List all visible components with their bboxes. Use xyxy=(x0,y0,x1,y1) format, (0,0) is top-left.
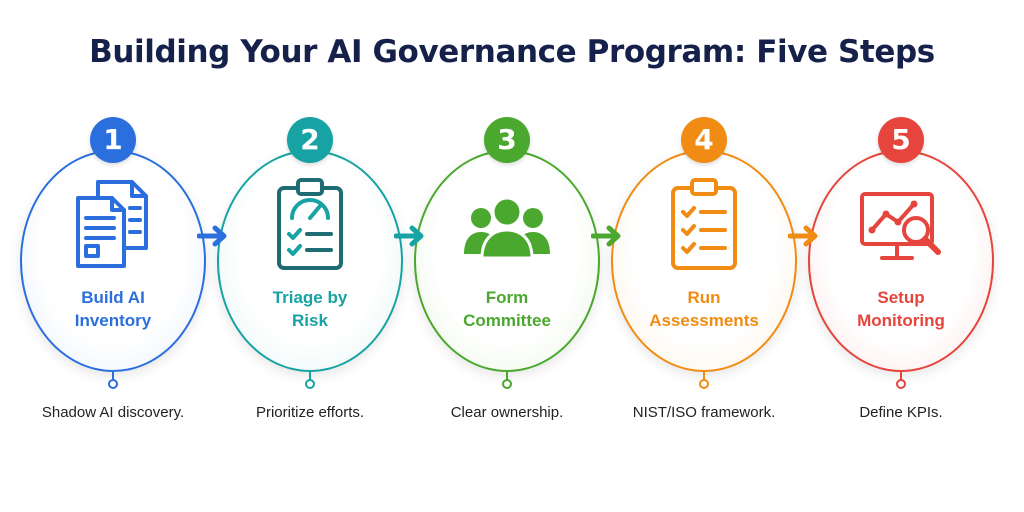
step-description: Prioritize efforts. xyxy=(255,404,365,421)
connector-stem xyxy=(703,372,705,382)
monitor-chart-search-icon xyxy=(860,192,941,260)
connector-stem xyxy=(309,372,311,382)
connector-stem xyxy=(900,372,902,382)
step-number-badge: 2 xyxy=(287,117,333,163)
step-number-badge: 4 xyxy=(681,117,727,163)
step-oval xyxy=(808,150,994,372)
connector-dot xyxy=(108,379,118,389)
documents-icon xyxy=(76,180,148,268)
step-description: Define KPIs. xyxy=(859,404,943,421)
arrow-right-icon xyxy=(788,225,818,247)
step-number-badge: 5 xyxy=(878,117,924,163)
step-number-badge: 3 xyxy=(484,117,530,163)
connector-stem xyxy=(112,372,114,382)
step-description: Clear ownership. xyxy=(450,404,564,421)
connector-stem xyxy=(506,372,508,382)
connector-dot xyxy=(502,379,512,389)
connector-dot xyxy=(699,379,709,389)
clipboard-gauge-icon xyxy=(277,178,343,270)
connector-dot xyxy=(305,379,315,389)
step-number-badge: 1 xyxy=(90,117,136,163)
connector-dot xyxy=(896,379,906,389)
step-description: Shadow AI discovery. xyxy=(41,404,185,421)
page-title: Building Your AI Governance Program: Fiv… xyxy=(89,34,935,70)
arrow-right-icon xyxy=(591,225,621,247)
arrow-right-icon xyxy=(394,225,424,247)
arrow-right-icon xyxy=(197,225,227,247)
step-description: NIST/ISO framework. xyxy=(632,404,776,421)
people-group-icon xyxy=(464,196,550,260)
checklist-clipboard-icon xyxy=(671,178,737,270)
